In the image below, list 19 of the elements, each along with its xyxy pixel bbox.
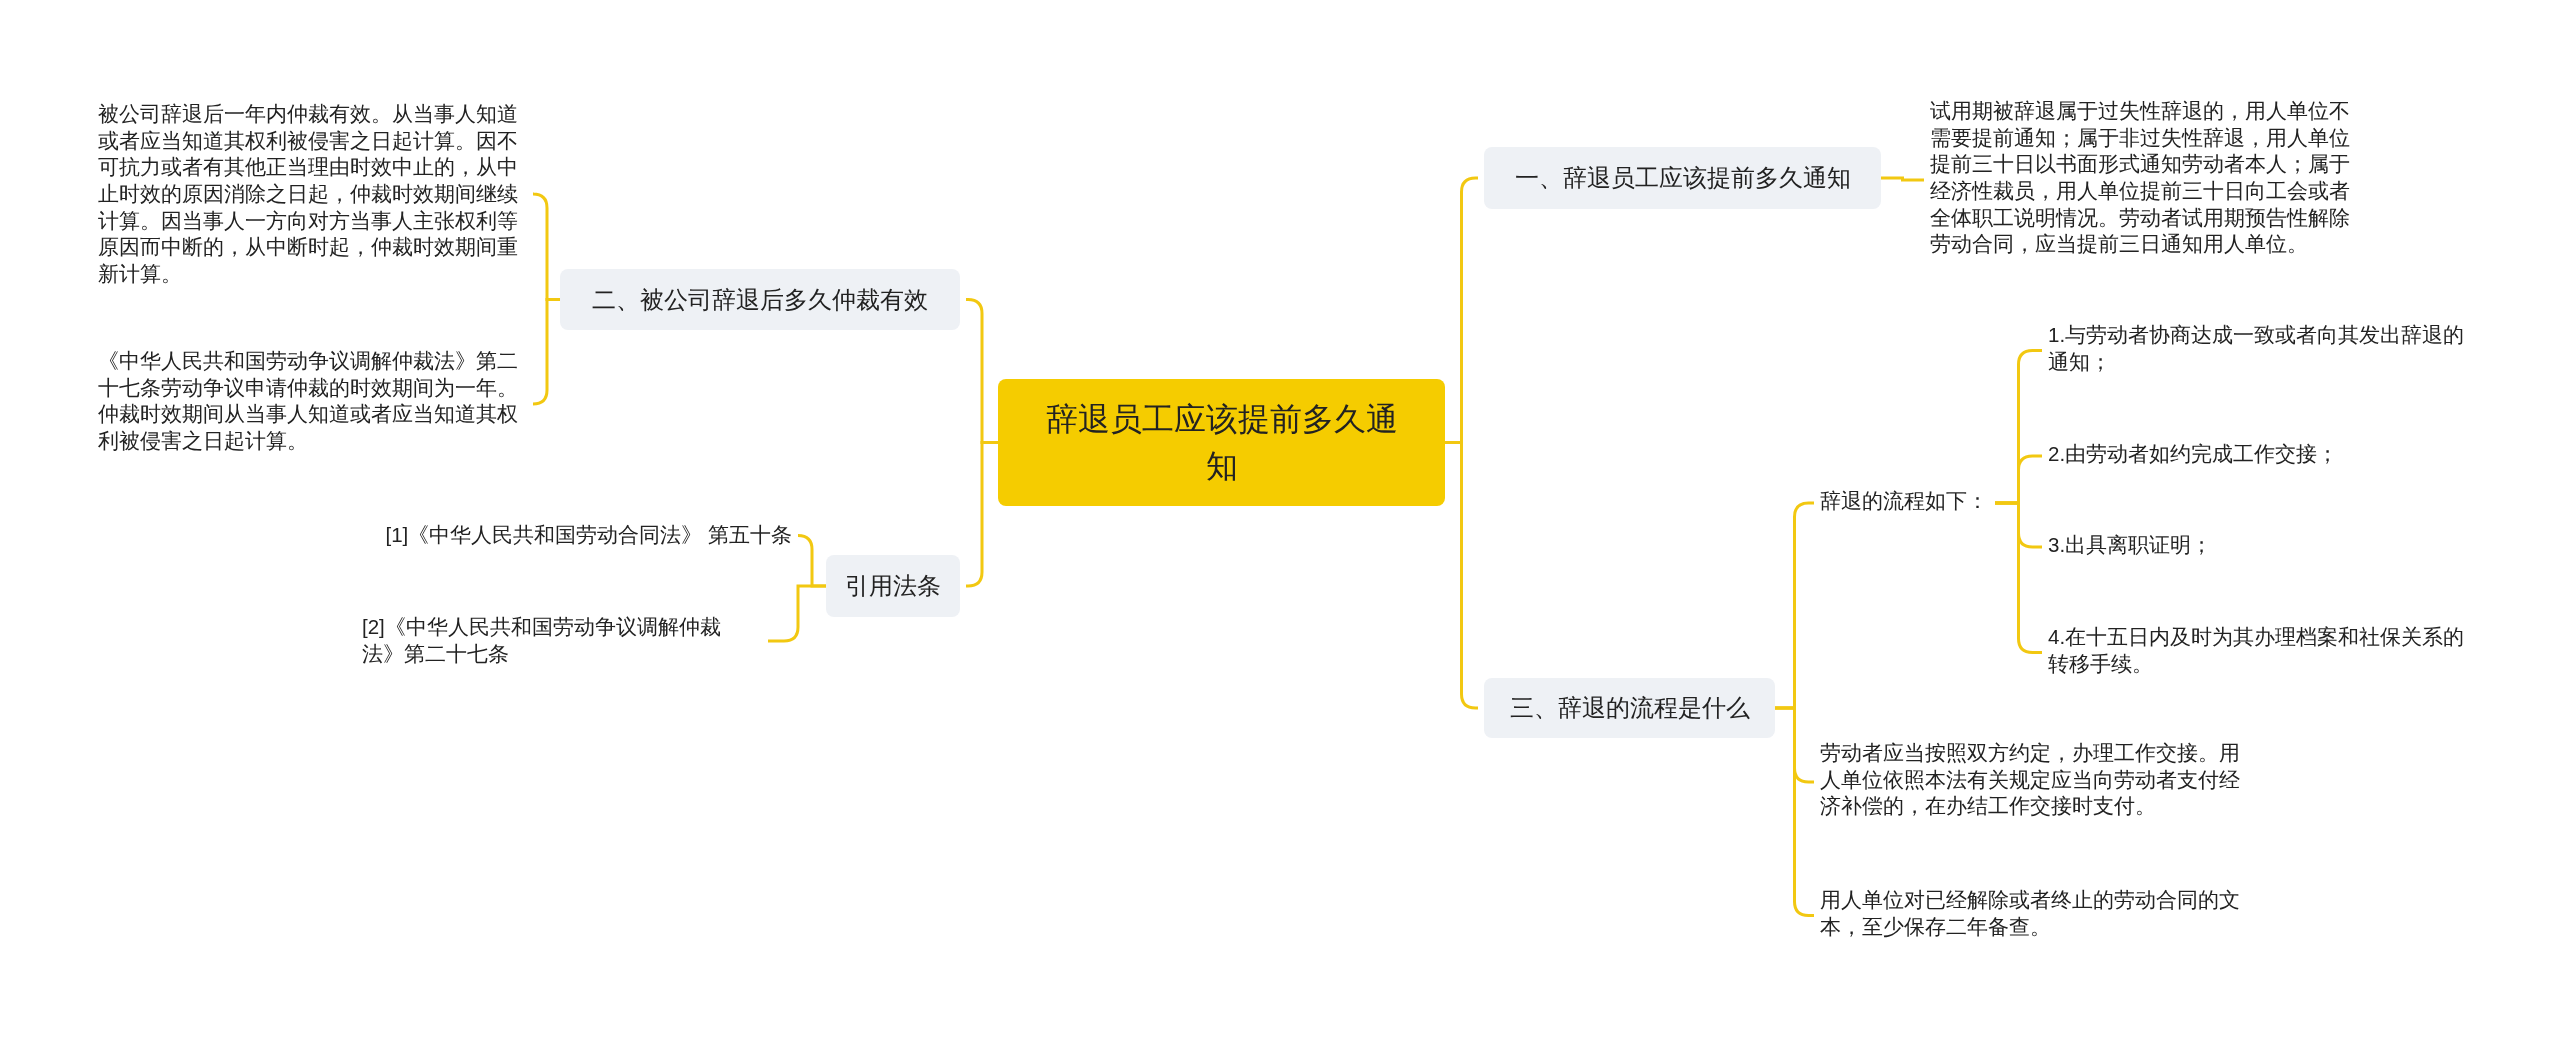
note-text: 被公司辞退后一年内仲裁有效。从当事人知道或者应当知道其权利被侵害之日起计算。因不可抗力或者有其他正当理由时效中止的，从中止时效的原因消除之日起，仲裁时效期间继续计算。因当事人一方向对方当事人主张权利等原因而中断的，从中断时起，仲裁时效期间重新计算。 xyxy=(98,101,528,288)
note-text: 用人单位对已经解除或者终止的劳动合同的文本，至少保存二年备查。 xyxy=(1820,887,2250,941)
note-text: 1.与劳动者协商达成一致或者向其发出辞退的通知； xyxy=(2048,322,2478,376)
branch-box: 三、辞退的流程是什么 xyxy=(1484,678,1775,738)
note-text: 4.在十五日内及时为其办理档案和社保关系的转移手续。 xyxy=(2048,624,2478,678)
note-text: 试用期被辞退属于过失性辞退的，用人单位不需要提前通知；属于非过失性辞退，用人单位提前三十日以书面形式通知劳动者本人；属于经济性裁员，用人单位提前三十日向工会或者全体职工说明情况。劳动者试用期预告性解除劳动合同，应当提前三日通知用人单位。 xyxy=(1930,98,2360,258)
note-text: 《中华人民共和国劳动争议调解仲裁法》第二十七条劳动争议申请仲裁的时效期间为一年。仲裁时效期间从当事人知道或者应当知道其权利被侵害之日起计算。 xyxy=(98,348,528,455)
note-text: 3.出具离职证明； xyxy=(2048,532,2478,559)
connector-line xyxy=(1881,176,1924,182)
note-text: 2.由劳动者如约完成工作交接； xyxy=(2048,441,2478,468)
branch-box: 引用法条 xyxy=(826,555,960,617)
note-text: 辞退的流程如下： xyxy=(1820,488,1995,515)
note-text: [2]《中华人民共和国劳动争议调解仲裁法》第二十七条 xyxy=(362,614,762,668)
note-text: 劳动者应当按照双方约定，办理工作交接。用人单位依照本法有关规定应当向劳动者支付经济补偿的，在办结工作交接时支付。 xyxy=(1820,740,2250,820)
note-text: [1]《中华人民共和国劳动合同法》 第五十条 xyxy=(372,522,792,549)
branch-box: 一、辞退员工应该提前多久通知 xyxy=(1484,147,1881,209)
branch-box: 二、被公司辞退后多久仲裁有效 xyxy=(560,269,960,330)
topic-box: 辞退员工应该提前多久通知 xyxy=(998,379,1445,506)
connector-line xyxy=(531,298,560,406)
